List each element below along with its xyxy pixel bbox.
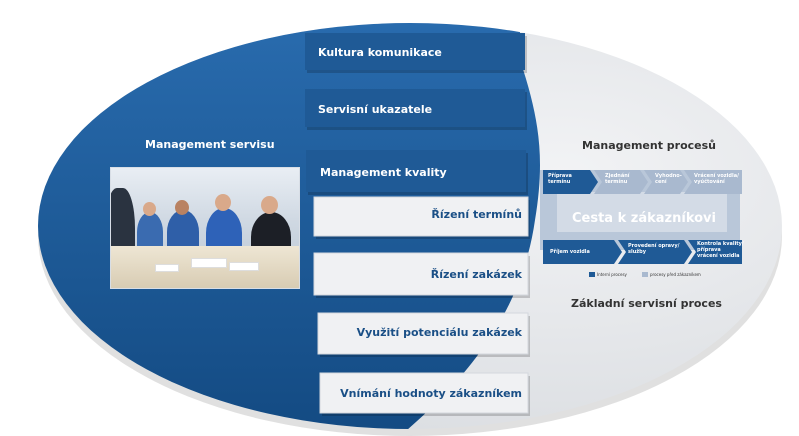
process-step-7 (688, 240, 742, 264)
band-label-rizeni-zakazek: Řízení zakázek (430, 268, 522, 281)
person-4-head (261, 196, 278, 214)
person-2-head (175, 200, 189, 215)
right-panel-subtitle: Základní servisní proces (571, 297, 722, 310)
process-step-label-5: Příjem vozidla (550, 249, 590, 255)
paper-1 (191, 258, 227, 268)
process-step-label-3: Vyhodno- cení (655, 173, 682, 185)
paper-3 (155, 264, 179, 272)
process-step-label-1: Příprava termínu (548, 173, 572, 185)
band-stack (305, 33, 530, 416)
right-panel-title: Management procesů (582, 139, 717, 152)
band-label-management-kvality: Management kvality (320, 166, 447, 179)
process-step-2 (594, 170, 648, 194)
band-4 (313, 196, 529, 237)
band-label-vnimani-hodnoty-zakaznikem: Vnímání hodnoty zákazníkem (340, 387, 522, 400)
team-meeting-photo (110, 167, 300, 289)
process-step-1 (543, 170, 598, 194)
process-step-label-7: Kontrola kvality/ příprava vrácení vozid… (697, 241, 744, 259)
left-panel-title: Management servisu (145, 138, 275, 151)
band-label-rizeni-terminu: Řízení termínů (431, 208, 522, 221)
band-5 (313, 252, 529, 296)
legend-label-customer: procesy před zákazníkem (650, 272, 701, 277)
band-3 (306, 150, 526, 192)
process-step-3 (644, 170, 688, 194)
process-step-label-4: Vrácení vozidla/ vyúčtování (694, 173, 739, 185)
legend-label-internal: Interní procesy (597, 272, 627, 277)
band-2 (305, 89, 525, 127)
person-1-head (143, 202, 156, 216)
legend-swatch-customer (642, 272, 648, 277)
process-loop-center (557, 192, 727, 232)
band-1 (305, 33, 525, 70)
person-1-body (137, 212, 163, 252)
band-label-servisni-ukazatele: Servisní ukazatele (318, 103, 433, 116)
process-step-4 (684, 170, 742, 194)
band-6 (317, 312, 529, 355)
process-step-label-6: Provedení opravy/ služby (628, 243, 680, 255)
process-step-label-2: Zjednání termínu (605, 173, 630, 185)
legend-swatch-internal (589, 272, 595, 277)
band-label-kultura-komunikace: Kultura komunikace (318, 46, 442, 59)
process-center-label: Cesta k zákazníkovi (572, 211, 716, 226)
person-3-head (215, 194, 231, 211)
band-7 (319, 372, 529, 414)
paper-2 (229, 262, 259, 271)
process-diagram (540, 170, 742, 277)
process-step-6 (618, 240, 692, 264)
band-label-vyuziti-potencialu-zakazek: Využití potenciálu zakázek (356, 326, 522, 339)
process-step-5 (543, 240, 622, 264)
